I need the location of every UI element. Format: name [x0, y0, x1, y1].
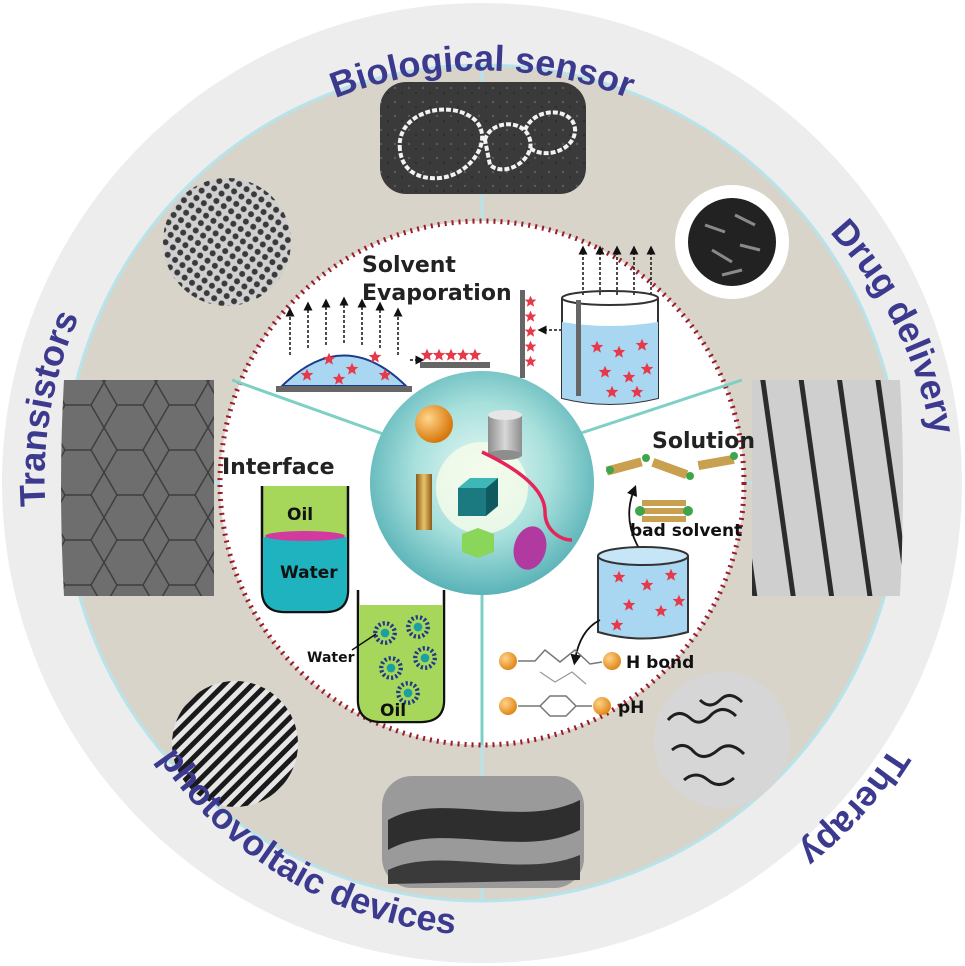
- rod-assembly-chain: [605, 452, 738, 480]
- ph-molecule: pH: [499, 695, 644, 718]
- water-side-label: Water: [307, 650, 355, 666]
- sphere-particle: [415, 405, 453, 443]
- evaporation-label: Evaporation: [362, 281, 512, 306]
- tem-image-therapy: [654, 672, 790, 808]
- solvent-evaporation-scheme: Solvent Evaporation: [276, 245, 659, 405]
- h-bond-label: H bond: [626, 653, 694, 673]
- tem-image-biological-sensor: [380, 82, 586, 194]
- interface-scheme: Interface Oil Water Water Oil: [222, 455, 446, 724]
- tem-image-photovoltaic-bottom: [382, 776, 584, 888]
- interface-label: Interface: [222, 455, 335, 480]
- tem-image-photovoltaic-stripes: [172, 681, 298, 807]
- solvent-label: Solvent: [362, 253, 456, 278]
- nanoparticle-core: [370, 371, 594, 595]
- cube-particle: [458, 478, 498, 516]
- water-bottom-label: Water: [280, 563, 338, 583]
- h-bond-molecule: H bond: [499, 648, 694, 685]
- oil-bottom-label: Oil: [380, 701, 406, 721]
- solution-scheme: Solution bad solvent: [499, 429, 755, 718]
- ellipsoid-particle: [513, 526, 547, 570]
- tem-image-drug-delivery: [675, 185, 789, 299]
- tem-image-transistors-hex: [61, 380, 214, 596]
- polymer-chain: [481, 450, 573, 542]
- tem-image-lamellae: [752, 380, 903, 596]
- hexagon-particle: [462, 528, 494, 558]
- cylinder-particle: [488, 410, 522, 460]
- tem-image-dotted-lattice: [163, 178, 291, 306]
- oil-top-label: Oil: [287, 505, 313, 525]
- rod-particle: [416, 474, 432, 530]
- ph-label: pH: [618, 698, 644, 718]
- rod-bundle: [635, 500, 693, 522]
- solution-label: Solution: [652, 429, 755, 454]
- method-dividers: [231, 378, 743, 745]
- bad-solvent-label: bad solvent: [630, 521, 742, 541]
